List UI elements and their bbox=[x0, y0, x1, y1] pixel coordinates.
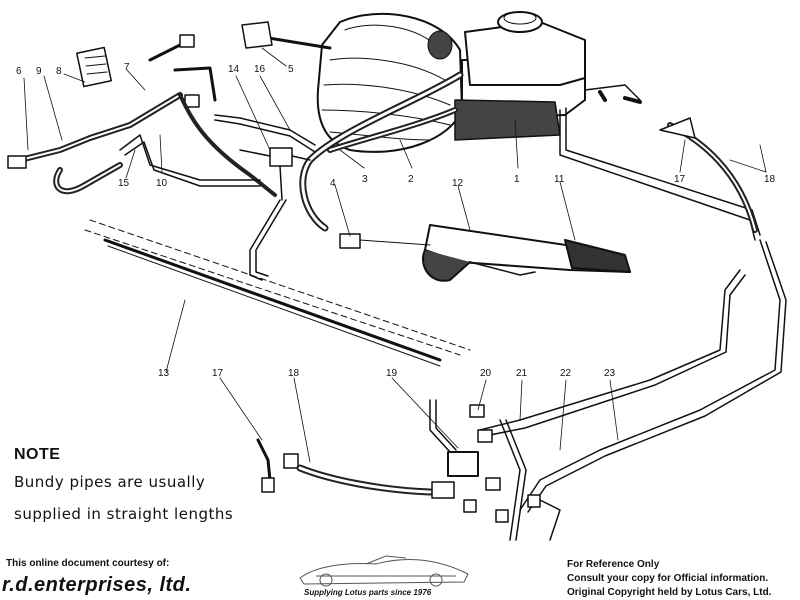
callout-3: 3 bbox=[362, 174, 368, 185]
callout-10: 10 bbox=[156, 178, 168, 189]
callout-17-upper: 17 bbox=[674, 174, 686, 185]
note-title: NOTE bbox=[14, 446, 61, 463]
callout-19: 19 bbox=[386, 368, 398, 379]
callout-9: 9 bbox=[36, 66, 42, 77]
callout-16: 16 bbox=[254, 64, 266, 75]
callout-4: 4 bbox=[330, 178, 336, 189]
reference-line-1: For Reference Only bbox=[567, 559, 660, 570]
callout-21: 21 bbox=[516, 368, 528, 379]
front-hose-assembly bbox=[7, 34, 277, 197]
courtesy-text: This online document courtesy of: bbox=[6, 558, 170, 569]
reference-line-3: Original Copyright held by Lotus Cars, L… bbox=[567, 587, 772, 598]
tagline-text: Supplying Lotus parts since 1976 bbox=[304, 588, 432, 597]
rear-brake-pipes bbox=[479, 107, 787, 513]
callout-labels: 1 2 3 4 5 6 7 8 9 10 11 12 13 14 15 16 1… bbox=[16, 62, 776, 379]
rear-hose-assembly bbox=[256, 399, 561, 541]
callout-7: 7 bbox=[124, 62, 130, 73]
callout-2: 2 bbox=[408, 174, 414, 185]
callout-14: 14 bbox=[228, 64, 240, 75]
callout-6: 6 bbox=[16, 66, 22, 77]
callout-18-lower: 18 bbox=[288, 368, 300, 379]
callout-leaders bbox=[23, 47, 767, 463]
callout-11: 11 bbox=[554, 174, 565, 185]
center-pipes bbox=[119, 114, 361, 281]
callout-12: 12 bbox=[452, 178, 464, 189]
handbrake-lever bbox=[359, 224, 631, 282]
callout-23: 23 bbox=[604, 368, 616, 379]
callout-15: 15 bbox=[118, 178, 130, 189]
callout-22: 22 bbox=[560, 368, 572, 379]
callout-5: 5 bbox=[288, 64, 294, 75]
callout-1: 1 bbox=[514, 174, 520, 185]
brake-servo bbox=[241, 12, 463, 153]
callout-20: 20 bbox=[480, 368, 492, 379]
vacuum-hoses bbox=[299, 71, 464, 232]
note-line-1: Bundy pipes are usually bbox=[14, 473, 206, 491]
note-line-2: supplied in straight lengths bbox=[14, 505, 234, 523]
bundy-pipe-straight bbox=[84, 219, 471, 367]
callout-8: 8 bbox=[56, 66, 62, 77]
brand-name: r.d.enterprises, ltd. bbox=[2, 574, 192, 596]
callout-18-upper: 18 bbox=[764, 174, 776, 185]
callout-13: 13 bbox=[158, 368, 170, 379]
reference-line-2: Consult your copy for Official informati… bbox=[567, 573, 769, 584]
callout-17-lower: 17 bbox=[212, 368, 224, 379]
race-car-logo bbox=[299, 555, 469, 587]
master-cylinder bbox=[454, 11, 642, 141]
